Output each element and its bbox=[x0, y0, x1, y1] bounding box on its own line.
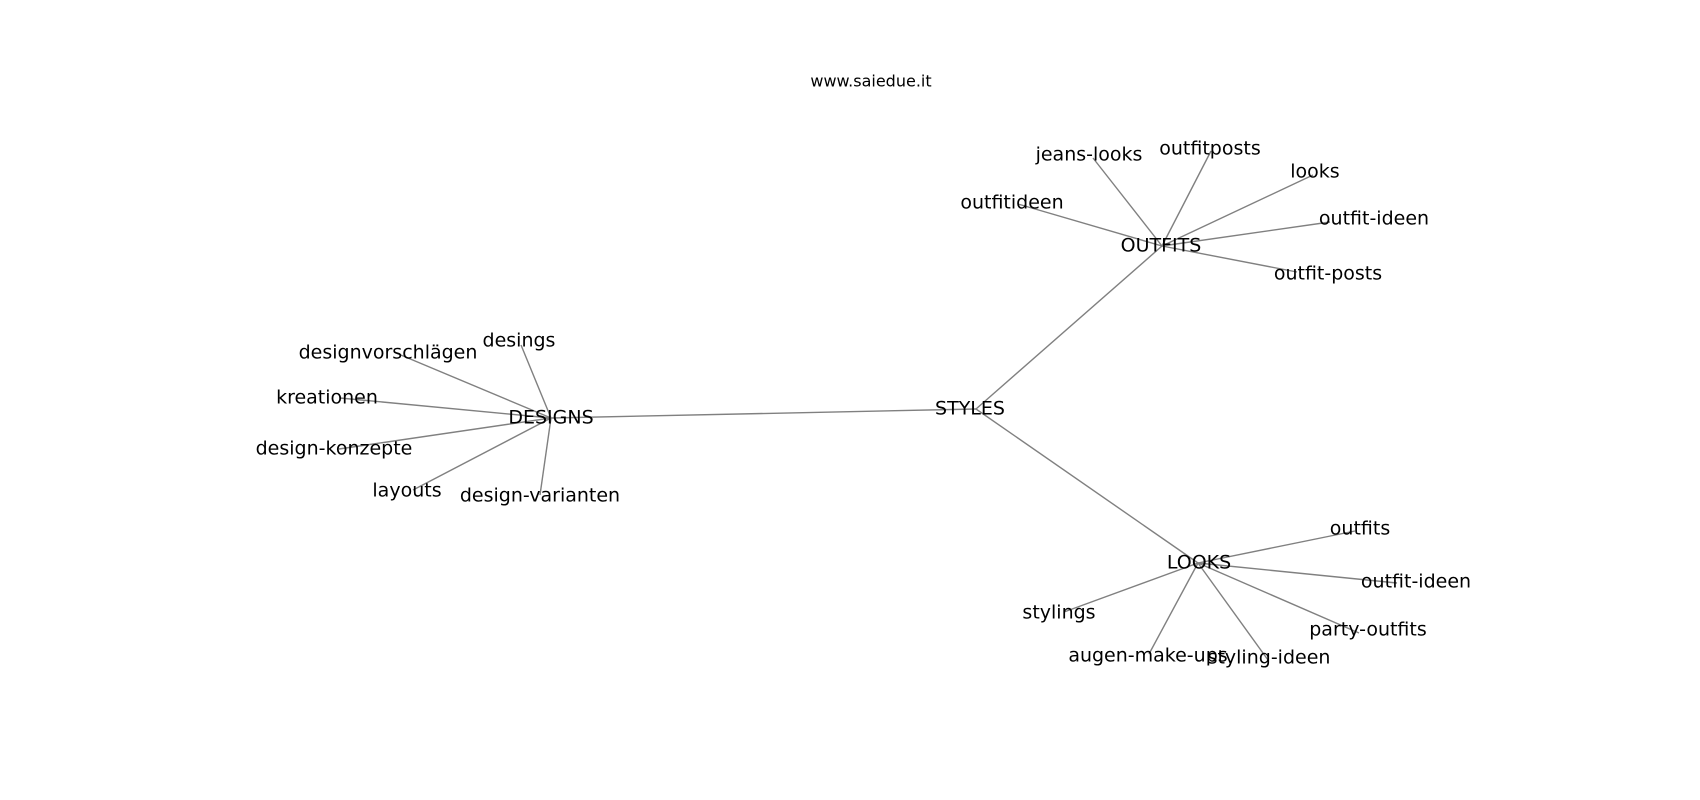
leaf-label: outfitideen bbox=[960, 192, 1063, 214]
leaf-label: outfit-ideen bbox=[1361, 571, 1471, 593]
edge-looks-leaf bbox=[1197, 562, 1269, 661]
leaf-label: outfit-posts bbox=[1274, 263, 1382, 285]
leaf-label: desings bbox=[483, 330, 556, 352]
edge-looks-leaf bbox=[1197, 562, 1360, 634]
leaf-label: styling-ideen bbox=[1208, 647, 1331, 669]
edge-outfits-leaf bbox=[1161, 221, 1331, 247]
edge-looks-leaf bbox=[1148, 562, 1199, 655]
leaf-label: layouts bbox=[372, 480, 441, 502]
labels: STYLES OUTFITS DESIGNS LOOKS outfitideen… bbox=[256, 138, 1471, 669]
hub-label-outfits: OUTFITS bbox=[1121, 235, 1202, 257]
edge-designs-leaf bbox=[520, 344, 552, 419]
hub-label-looks: LOOKS bbox=[1167, 552, 1231, 574]
edge-designs-leaf bbox=[539, 417, 552, 496]
leaf-label: party-outfits bbox=[1309, 619, 1427, 641]
edge-root-outfits bbox=[975, 245, 1163, 410]
hub-label-designs: DESIGNS bbox=[508, 407, 593, 429]
edge-designs-leaf bbox=[412, 417, 552, 491]
edge-outfits-leaf bbox=[1092, 157, 1163, 247]
edge-designs-leaf bbox=[339, 397, 552, 419]
edge-outfits-leaf bbox=[1161, 245, 1298, 273]
edge-root-looks bbox=[975, 408, 1199, 564]
leaf-label: stylings bbox=[1022, 602, 1095, 624]
site-watermark: www.saiedue.it bbox=[810, 72, 931, 91]
edge-root-designs bbox=[550, 408, 977, 419]
root-label: STYLES bbox=[935, 398, 1005, 420]
edge-looks-leaf bbox=[1197, 562, 1398, 584]
edge-outfits-leaf bbox=[1161, 174, 1314, 247]
leaf-label: design-konzepte bbox=[256, 438, 413, 460]
leaf-label: design-varianten bbox=[460, 485, 620, 507]
edges bbox=[338, 150, 1398, 661]
edge-looks-leaf bbox=[1063, 562, 1199, 613]
leaf-label: outfit-ideen bbox=[1319, 208, 1429, 230]
leaf-label: jeans-looks bbox=[1035, 144, 1143, 166]
edge-designs-leaf bbox=[338, 417, 552, 450]
edge-outfits-leaf bbox=[1017, 203, 1163, 247]
leaf-label: designvorschlägen bbox=[299, 342, 478, 364]
leaf-label: kreationen bbox=[276, 387, 378, 409]
leaf-label: outfits bbox=[1330, 518, 1390, 540]
edge-designs-leaf bbox=[395, 352, 552, 419]
leaf-label: augen-make-ups bbox=[1068, 645, 1227, 667]
edge-outfits-leaf bbox=[1161, 150, 1212, 247]
leaf-label: looks bbox=[1290, 161, 1339, 183]
leaf-label: outfitposts bbox=[1159, 138, 1260, 160]
edge-looks-leaf bbox=[1197, 530, 1356, 564]
